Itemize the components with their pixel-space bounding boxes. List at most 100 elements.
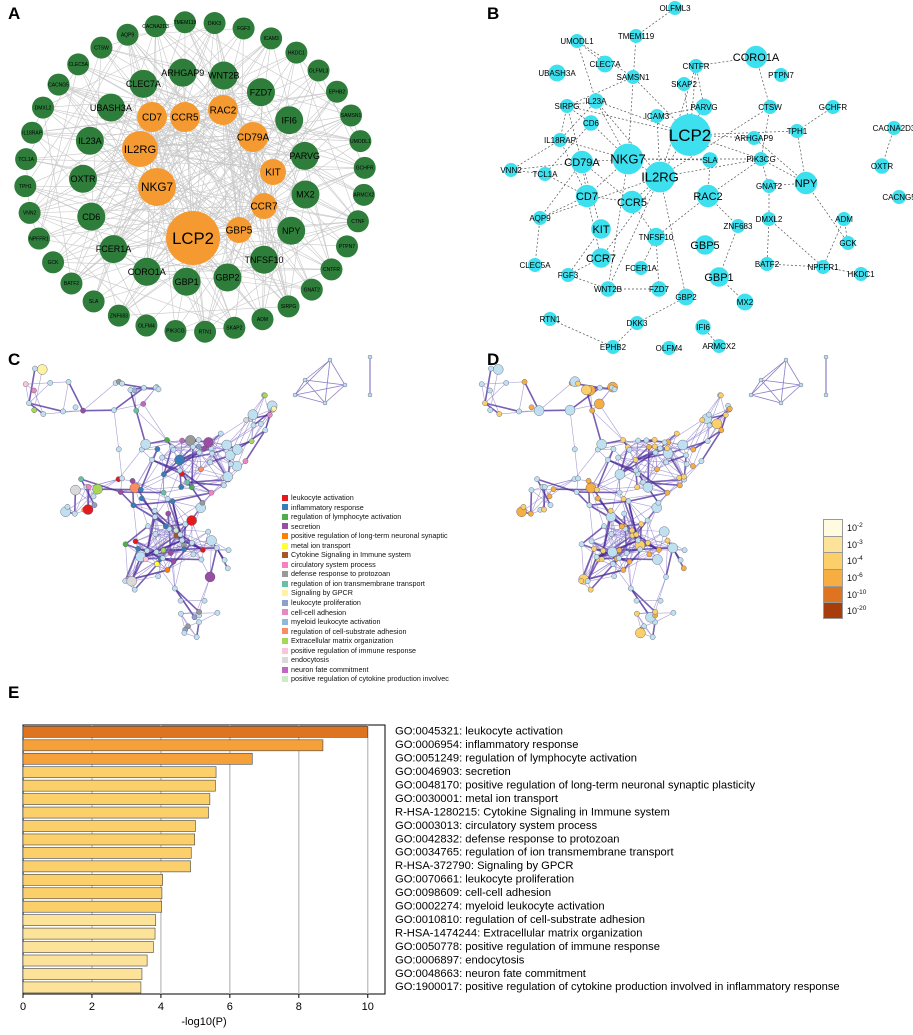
- network-a-node[interactable]: PARVG: [289, 141, 320, 170]
- network-a-node[interactable]: TMEM119: [174, 11, 197, 34]
- network-b-node[interactable]: DMXL2: [756, 212, 783, 226]
- network-b-node[interactable]: LCP2: [669, 114, 712, 156]
- network-b-node[interactable]: FGF3: [558, 268, 579, 282]
- network-a-node[interactable]: UBASH3A: [90, 93, 132, 122]
- network-b-node[interactable]: HKDC1: [847, 267, 875, 281]
- network-a-node[interactable]: NPFFR1: [27, 227, 50, 250]
- network-a-node[interactable]: GCK: [42, 251, 65, 274]
- network-b-node[interactable]: ICAM3: [645, 109, 670, 123]
- network-a-node[interactable]: CACNG5: [47, 73, 70, 96]
- network-b-node[interactable]: ARHGAP9: [735, 131, 774, 145]
- network-a-node[interactable]: ARHGAP9: [161, 58, 204, 87]
- network-b-node[interactable]: RAC2: [693, 184, 723, 208]
- network-b-node[interactable]: FZD7: [649, 281, 670, 297]
- network-a-node[interactable]: CD6: [77, 202, 106, 231]
- network-b-node[interactable]: CTSW: [758, 100, 782, 114]
- network-a-node[interactable]: EPHB2: [325, 80, 348, 103]
- network-a-node[interactable]: OLFM4: [135, 314, 158, 337]
- network-a-node[interactable]: ICAM3: [260, 27, 283, 50]
- network-b-node[interactable]: IFI6: [695, 319, 711, 335]
- network-a-node[interactable]: GNAT2: [300, 278, 323, 301]
- network-b-node[interactable]: GBP1: [704, 267, 734, 287]
- network-a-node[interactable]: RAC2: [208, 95, 238, 125]
- network-a-node[interactable]: OLFML3: [307, 59, 330, 82]
- network-a-node[interactable]: NKG7: [138, 168, 176, 206]
- network-b-node[interactable]: SLA: [702, 152, 718, 168]
- network-b-node[interactable]: GBP5: [690, 235, 720, 255]
- network-b-node[interactable]: CACNA2D3: [873, 121, 913, 135]
- network-b-node[interactable]: UBASH3A: [538, 64, 576, 82]
- network-b-node[interactable]: CACNG5: [882, 190, 913, 204]
- network-b-node[interactable]: CLEC7A: [589, 55, 621, 73]
- network-b-node[interactable]: IL18RAP: [544, 133, 576, 147]
- network-a-node[interactable]: NPY: [277, 216, 306, 245]
- network-b-node[interactable]: IL2RG: [641, 161, 679, 193]
- network-b-node[interactable]: GCHFR: [819, 100, 848, 114]
- network-b-node[interactable]: CORO1A: [733, 45, 780, 69]
- network-b-node[interactable]: MX2: [736, 293, 754, 311]
- network-a-node[interactable]: SAMSN1: [340, 104, 363, 127]
- network-a-node[interactable]: CLEC7A: [126, 69, 161, 98]
- network-b-node[interactable]: CCR5: [617, 190, 647, 214]
- network-b-node[interactable]: SAMSN1: [617, 70, 650, 84]
- network-a-node[interactable]: CCR7: [250, 193, 278, 219]
- network-a-node[interactable]: TPH1: [14, 175, 37, 198]
- network-b-node[interactable]: CLEC5A: [519, 258, 551, 272]
- network-a-node[interactable]: ADM: [251, 308, 274, 331]
- network-b-node[interactable]: GBP2: [675, 288, 697, 306]
- network-b-node[interactable]: ADM: [835, 212, 853, 226]
- network-b-node[interactable]: AQP9: [529, 211, 551, 225]
- network-b-node[interactable]: CD6: [583, 115, 600, 131]
- network-a-node[interactable]: GBP2: [213, 263, 242, 292]
- network-b-node[interactable]: GNAT2: [756, 179, 783, 193]
- network-a-node[interactable]: UMODL1: [349, 130, 372, 153]
- network-a-node[interactable]: DKK3: [203, 12, 226, 35]
- network-a-node[interactable]: SLA: [82, 290, 105, 313]
- network-a-node[interactable]: OXTR: [69, 164, 98, 193]
- network-b-node[interactable]: PTPN7: [768, 68, 794, 82]
- network-a-node[interactable]: IL18RAP: [21, 121, 44, 144]
- network-a-node[interactable]: FGF3: [232, 17, 255, 40]
- network-a-node[interactable]: IL2RG: [122, 131, 158, 167]
- network-b-node[interactable]: DKK3: [627, 316, 648, 330]
- network-b-node[interactable]: CCR7: [586, 248, 616, 268]
- network-b-node[interactable]: OXTR: [871, 158, 893, 174]
- network-b-node[interactable]: ZNF683: [724, 219, 753, 233]
- network-b-node[interactable]: BATF2: [755, 257, 780, 271]
- network-a-node[interactable]: CTNF: [346, 210, 369, 233]
- network-b-node[interactable]: KIT: [591, 219, 611, 239]
- network-b-node[interactable]: VNN2: [500, 163, 522, 177]
- network-b-node[interactable]: PARVG: [690, 98, 718, 116]
- network-a-node[interactable]: FZD7: [246, 78, 275, 107]
- network-b-node[interactable]: OLFML3: [659, 1, 691, 15]
- network-b-node[interactable]: GCK: [839, 236, 857, 250]
- network-a-node[interactable]: IFI6: [275, 106, 304, 135]
- network-b-node[interactable]: WNT2B: [594, 281, 622, 297]
- network-b-node[interactable]: TPH1: [787, 124, 808, 138]
- network-a-node[interactable]: GCHFR: [353, 156, 376, 179]
- network-a-node[interactable]: SIRPG: [277, 295, 300, 318]
- network-b-node[interactable]: NKG7: [610, 143, 646, 175]
- network-a-node[interactable]: DMXL2: [32, 96, 55, 119]
- network-a-node[interactable]: CNTFR: [320, 258, 343, 281]
- network-a-node[interactable]: MX2: [291, 180, 320, 209]
- network-b-node[interactable]: IL23A: [586, 93, 608, 109]
- network-b-node[interactable]: SKAP2: [671, 77, 697, 91]
- network-a-node[interactable]: ZNF683: [107, 304, 130, 327]
- network-a-node[interactable]: GBP1: [172, 267, 201, 296]
- network-b-node[interactable]: PIK3CG: [746, 152, 776, 166]
- network-a-node[interactable]: AQP9: [116, 23, 139, 46]
- network-a-node[interactable]: CD7: [137, 102, 167, 132]
- network-b-node[interactable]: EPHB2: [600, 340, 627, 354]
- network-b-node[interactable]: TNFSF10: [639, 227, 674, 247]
- network-a-node[interactable]: CLEC5A: [67, 53, 90, 76]
- network-a-node[interactable]: FCER1A: [96, 235, 132, 264]
- network-a-node[interactable]: IL23A: [75, 126, 104, 155]
- network-a-node[interactable]: GBP5: [226, 217, 253, 243]
- network-a-node[interactable]: KIT: [260, 159, 286, 185]
- network-a-node[interactable]: CORO1A: [128, 257, 166, 286]
- network-a-node[interactable]: CACNA2D3: [142, 15, 169, 38]
- network-a-node[interactable]: HKDC1: [285, 41, 308, 64]
- network-a-node[interactable]: SKAP2: [223, 316, 246, 339]
- network-b-node[interactable]: TMEM119: [618, 29, 655, 43]
